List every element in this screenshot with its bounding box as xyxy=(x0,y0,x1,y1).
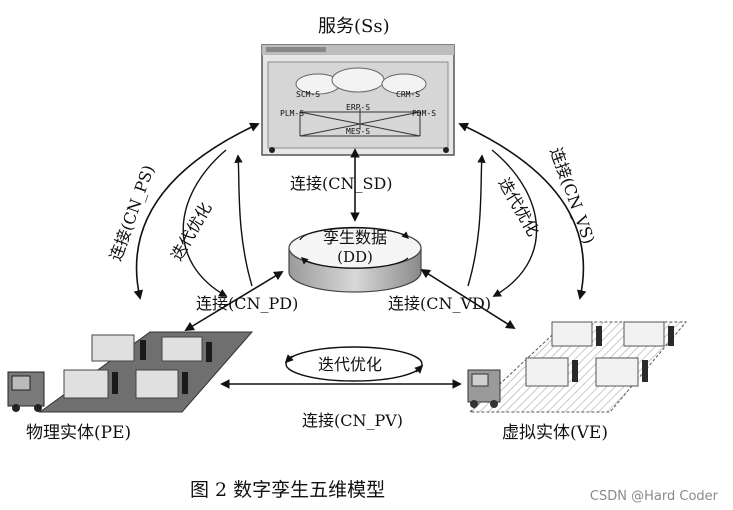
module-crm: CRM-S xyxy=(396,90,420,99)
watermark: CSDN @Hard Coder xyxy=(590,489,719,504)
physical-entity-illustration xyxy=(7,331,254,413)
physical-entity-label: 物理实体(PE) xyxy=(26,423,131,443)
twin-data-cylinder xyxy=(288,226,422,293)
iteration-loop-right xyxy=(467,149,538,297)
module-plm: PLM-S xyxy=(280,109,304,118)
virtual-entity-illustration xyxy=(467,321,688,413)
twin-data-label: 孪生数据 xyxy=(323,228,387,247)
label-cn-vd: 连接(CN_VD) xyxy=(388,294,491,313)
iteration-loop-bottom xyxy=(284,346,424,382)
arrow-cn-pd xyxy=(184,271,284,331)
module-pdm: PDM-S xyxy=(412,109,436,118)
virtual-entity-label: 虚拟实体(VE) xyxy=(502,423,608,443)
service-label: 服务(Ss) xyxy=(318,16,390,37)
label-iteration-bottom: 迭代优化 xyxy=(318,355,382,374)
iteration-loop-left xyxy=(182,149,253,297)
module-scm: SCM-S xyxy=(296,90,320,99)
label-cn-vs: 连接(CN_VS) xyxy=(546,145,598,247)
arrow-cn-ps xyxy=(133,122,260,300)
label-iteration-right: 迭代优化 xyxy=(495,175,543,240)
twin-data-sublabel: (DD) xyxy=(337,248,373,266)
module-erp: ERP-S xyxy=(346,103,370,112)
arrow-cn-vs xyxy=(458,122,587,300)
label-cn-pv: 连接(CN_PV) xyxy=(302,411,403,430)
service-screen: SCM-S CRM-S ERP-S PLM-S PDM-S MES-S xyxy=(261,44,455,156)
label-iteration-left: 迭代优化 xyxy=(167,199,215,264)
module-mes: MES-S xyxy=(346,127,370,136)
figure-caption: 图 2 数字孪生五维模型 xyxy=(190,479,385,501)
label-cn-pd: 连接(CN_PD) xyxy=(196,294,298,313)
label-cn-sd: 连接(CN_SD) xyxy=(290,174,393,193)
